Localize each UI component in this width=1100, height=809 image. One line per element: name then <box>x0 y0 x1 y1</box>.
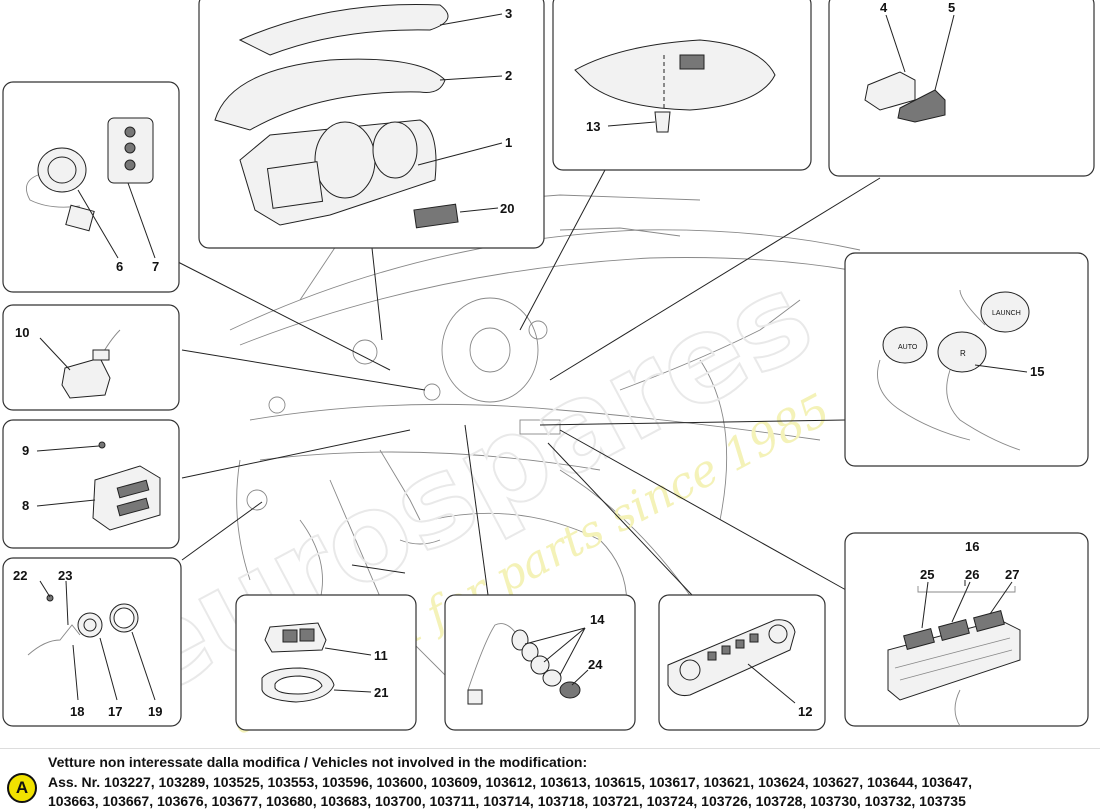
r-label: R <box>960 349 966 358</box>
callout-26: 26 <box>965 567 979 582</box>
callout-1: 1 <box>505 135 512 150</box>
box-instrument-cluster: 3 2 1 20 <box>198 0 545 249</box>
callout-9: 9 <box>22 443 29 458</box>
box-window-switch: 9 8 <box>2 419 180 549</box>
box-console-switches: 16 25 26 27 <box>844 532 1089 727</box>
callout-3: 3 <box>505 6 512 21</box>
callout-23: 23 <box>58 568 72 583</box>
callout-24: 24 <box>588 657 603 672</box>
callout-6: 6 <box>116 259 123 274</box>
note-assembly-numbers: Ass. Nr. 103227, 103289, 103525, 103553,… <box>48 774 973 790</box>
box-light-switch: 10 <box>2 304 180 411</box>
callout-19: 19 <box>148 704 162 719</box>
box-roof-light: 13 <box>552 0 812 171</box>
box-ignition: 22 23 18 17 19 <box>2 557 182 727</box>
note-badge: A <box>7 773 37 803</box>
box-door-switch: 11 21 <box>235 594 417 731</box>
callout-5: 5 <box>948 0 955 15</box>
box-knob-switch: 6 7 <box>2 81 180 293</box>
callout-8: 8 <box>22 498 29 513</box>
box-sunshade-switches: 4 5 <box>828 0 1095 177</box>
callout-13: 13 <box>586 119 600 134</box>
box-gear-buttons: AUTO R LAUNCH 15 <box>844 252 1089 467</box>
callout-22: 22 <box>13 568 27 583</box>
callout-17: 17 <box>108 704 122 719</box>
callout-27: 27 <box>1005 567 1019 582</box>
note-heading: Vetture non interessate dalla modifica /… <box>48 754 588 770</box>
callout-4: 4 <box>880 0 888 15</box>
callout-25: 25 <box>920 567 934 582</box>
callout-20: 20 <box>500 201 514 216</box>
leader-lines <box>177 169 881 596</box>
callout-10: 10 <box>15 325 29 340</box>
callout-7: 7 <box>152 259 159 274</box>
callout-16: 16 <box>965 539 979 554</box>
callout-2: 2 <box>505 68 512 83</box>
callout-18: 18 <box>70 704 84 719</box>
callout-14: 14 <box>590 612 605 627</box>
callout-11: 11 <box>374 648 388 663</box>
launch-label: LAUNCH <box>992 310 1021 317</box>
modification-note: A Vetture non interessate dalla modifica… <box>0 748 1100 809</box>
callout-21: 21 <box>374 685 388 700</box>
box-start-button: 14 24 <box>444 594 636 731</box>
auto-label: AUTO <box>898 344 918 351</box>
box-climate-control: 12 <box>658 594 826 731</box>
callout-12: 12 <box>798 704 812 719</box>
callout-15: 15 <box>1030 364 1044 379</box>
note-assembly-numbers-cont: 103663, 103667, 103676, 103677, 103680, … <box>48 793 966 809</box>
